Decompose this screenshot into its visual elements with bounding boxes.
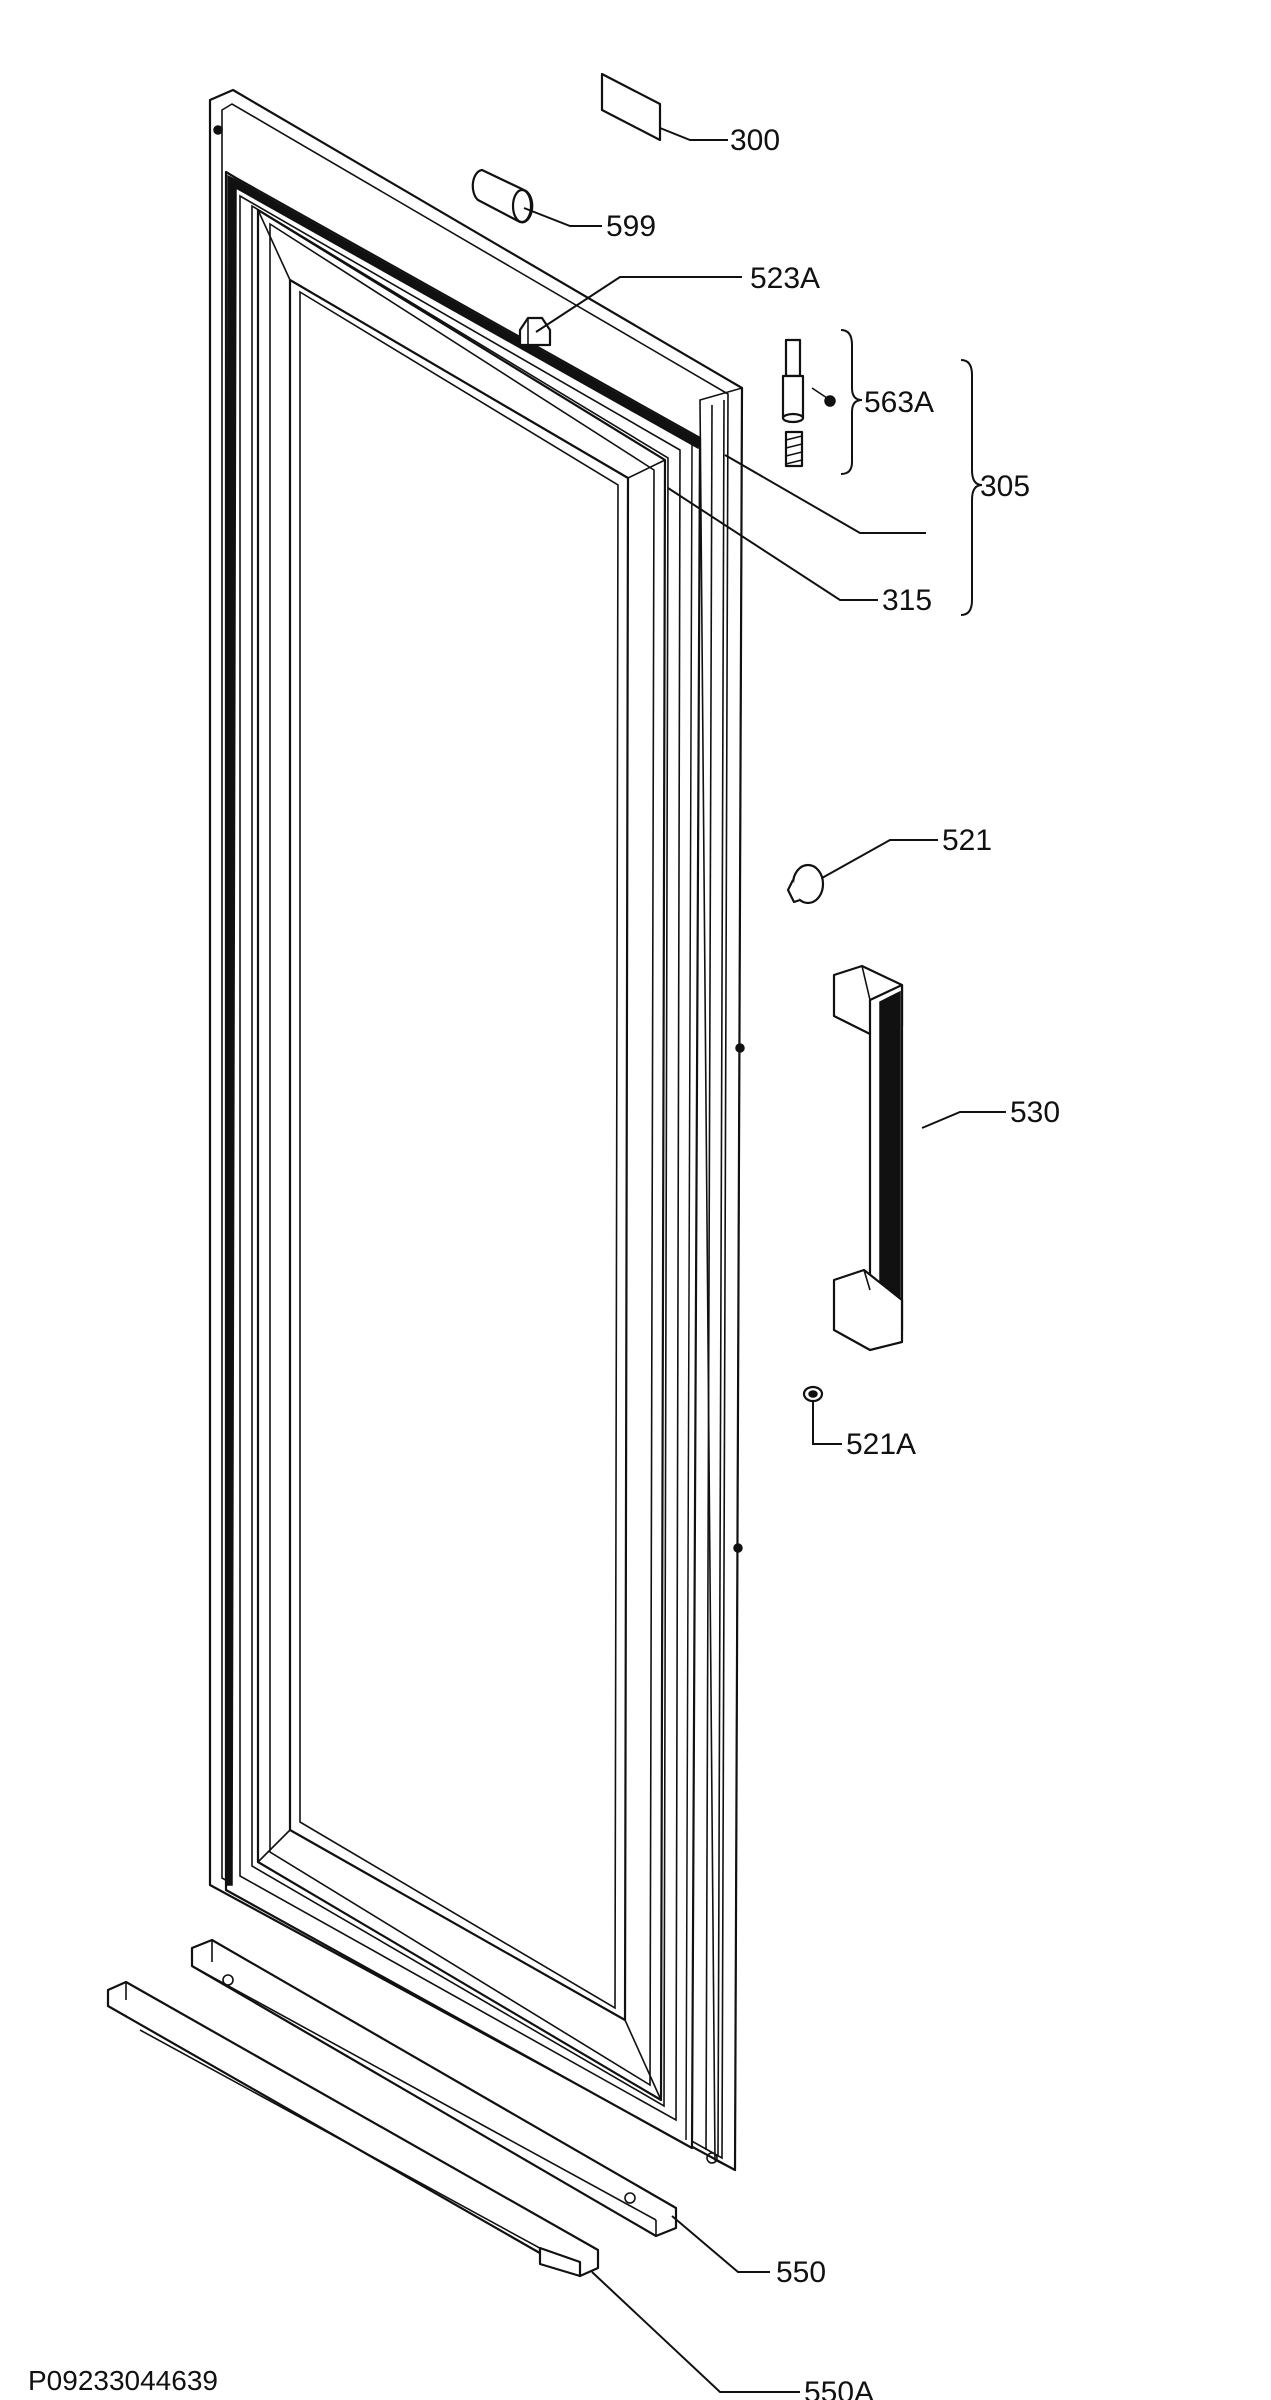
brace-305	[960, 359, 983, 616]
callout-550: 550	[776, 2256, 826, 2289]
bottom-trim-part	[106, 1980, 600, 2278]
brace-563A	[840, 329, 863, 475]
handle-cap-part	[786, 863, 825, 905]
drawing-code: P09233044639	[28, 2365, 218, 2396]
callout-521: 521	[942, 824, 992, 857]
callout-530: 530	[1010, 1096, 1060, 1129]
washer-part	[802, 1385, 824, 1403]
callout-523A: 523A	[750, 262, 820, 295]
callout-521A: 521A	[846, 1428, 916, 1461]
door-handle-part	[832, 964, 904, 1352]
callout-315: 315	[882, 584, 932, 617]
braces	[840, 329, 983, 616]
label-plate-part	[600, 72, 662, 142]
hinge-bushing-part	[518, 316, 552, 347]
leader-lines	[523, 127, 1006, 2393]
callout-599: 599	[606, 210, 656, 243]
hinge-pin-kit-part	[781, 338, 836, 468]
bottom-rail-part	[190, 1938, 678, 2238]
cylinder-part	[471, 168, 534, 224]
callout-305: 305	[980, 470, 1030, 503]
callout-563A: 563A	[864, 386, 934, 419]
callout-labels: 300 599 523A 563A 305 315 521 530 521A 5…	[606, 124, 1060, 2400]
callout-550A: 550A	[804, 2376, 874, 2400]
callout-300: 300	[730, 124, 780, 157]
door-inner-liner	[256, 208, 667, 2102]
